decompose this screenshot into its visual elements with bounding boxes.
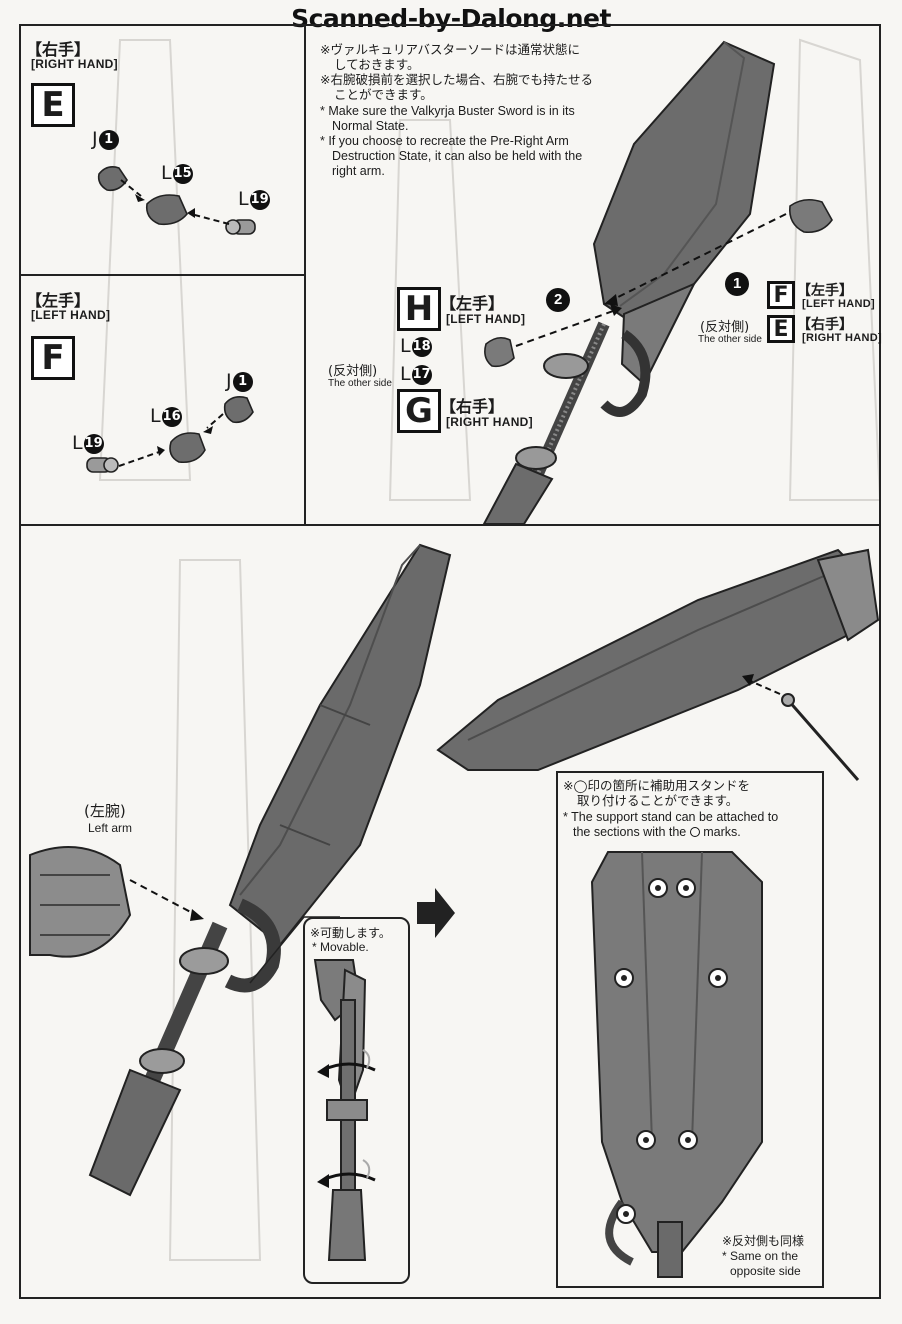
panel-e-hand-jp: 【右手】 [26,40,91,59]
note-en-4: Destruction State, it can also be held w… [332,149,583,163]
e-letter: E [767,315,795,343]
circle-mark-icon [689,827,700,837]
stand-en-line-2: the sections with the marks. [563,825,813,840]
note-jp-4: ことができます。 [334,87,433,102]
note-en-1: * Make sure the Valkyrja Buster Sword is… [320,104,575,118]
bottom-left-sword-illustration [29,543,452,1197]
same-side-note: ※反対側も同様 * Same on the opposite side [722,1234,805,1279]
stand-en-1: * The support stand can be attached to [563,810,779,824]
panel-e-hand-en: [RIGHT HAND] [31,57,118,71]
note-en-5: right arm. [332,164,385,178]
main-note: ※ヴァルキュリアバスターソードは通常状態に しておきます。 ※右腕破損前を選択し… [320,42,640,179]
f-hand-jp: 【左手】 [797,283,853,299]
e-hand-jp: 【右手】 [797,317,853,333]
note-jp-3: ※右腕破損前を選択した場合、右腕でも持たせる [320,72,593,87]
note-en-2: Normal State. [332,119,409,133]
other-side-en: The other side [328,378,392,389]
other-side2-jp: (反対側) [700,320,750,335]
panel-e-letter: E [31,83,75,127]
e-hand-en: [RIGHT HAND] [802,332,882,344]
stand-jp-1: ※◯印の箇所に補助用スタンドを [563,778,750,793]
panel-f-letter: F [31,336,75,380]
same-en-1: * Same on the [722,1249,799,1263]
stand-jp-2: 取り付けることができます。 [577,793,739,808]
stand-en-3: marks. [703,825,741,839]
stand-en-2: the sections with the [573,825,687,839]
panel-e-parts-illustration [97,166,256,235]
same-jp: ※反対側も同様 [722,1234,805,1248]
main-sword-illustration [482,40,833,525]
left-arm-jp: (左腕) [84,802,126,820]
h-hand-en: [LEFT HAND] [446,312,526,326]
flow-arrow-icon [417,888,455,938]
h-hand-jp: 【左手】 [440,294,505,313]
note-en-3: * If you choose to recreate the Pre-Righ… [320,134,569,148]
stand-sword-illustration [590,851,763,1278]
left-arm-en: Left arm [88,821,133,835]
movable-en: * Movable. [312,940,369,954]
panel-f-hand-jp: 【左手】 [26,291,91,310]
movable-jp: ※可動します。 [310,926,391,940]
bottom-right-sword-illustration [436,548,880,781]
panel-bottom [19,524,881,1299]
movable-detail-illustration [313,959,376,1261]
g-letter: G [397,389,441,433]
panel-f-parts-illustration [86,396,254,473]
stand-note: ※◯印の箇所に補助用スタンドを 取り付けることができます。 * The supp… [563,778,813,840]
f-letter: F [767,281,795,309]
panel-f-hand-en: [LEFT HAND] [31,308,111,322]
same-en-2: opposite side [730,1264,801,1278]
inset-connector [249,916,340,984]
note-jp-2: しておきます。 [334,57,420,72]
other-side-jp: (反対側) [328,364,378,379]
other-side2-en: The other side [698,334,762,345]
g-hand-en: [RIGHT HAND] [446,415,533,429]
watermark: Scanned-by-Dalong.net [291,4,611,33]
h-letter: H [397,287,441,331]
g-hand-jp: 【右手】 [440,397,505,416]
note-jp-1: ※ヴァルキュリアバスターソードは通常状態に [320,42,580,57]
f-hand-en: [LEFT HAND] [802,298,875,310]
